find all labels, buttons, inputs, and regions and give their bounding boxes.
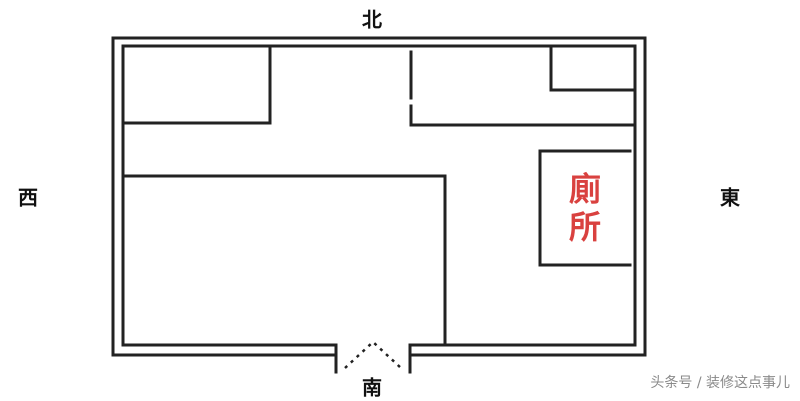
outer-wall	[111, 36, 647, 357]
north-label: 北	[362, 7, 382, 32]
partition-lower	[409, 104, 637, 127]
toilet-label: 廁所	[568, 170, 601, 246]
room-northeast	[549, 44, 637, 92]
toilet-room	[538, 149, 632, 267]
door-swing	[344, 340, 402, 369]
east-label: 東	[720, 185, 740, 210]
west-label: 西	[18, 185, 38, 210]
room-southwest	[121, 174, 447, 347]
watermark: 头条号 / 装修这点事儿	[650, 375, 790, 391]
south-label: 南	[362, 375, 382, 400]
inner-wall	[121, 44, 637, 347]
room-northwest	[121, 44, 272, 125]
